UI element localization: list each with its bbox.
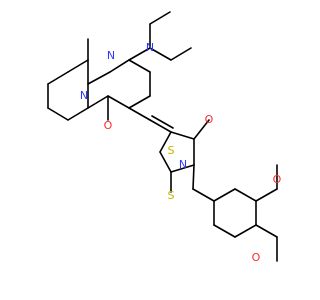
bond-vinyl-double-b xyxy=(151,115,174,129)
bond-methoxy-lower-a xyxy=(255,224,278,238)
atom-label-n2: N xyxy=(146,41,154,54)
diagram-background xyxy=(0,0,300,300)
bond-ethyl-link-b xyxy=(192,188,215,202)
chemical-structure-diagram: N N N N O O O O S S xyxy=(0,0,300,300)
atom-label-s2: S xyxy=(168,189,175,202)
bond-fused-left xyxy=(87,95,109,109)
bond-vinyl-double-a xyxy=(149,119,172,133)
bond-thiazole-left-bottom xyxy=(159,151,172,173)
bond-ethyl-link-a xyxy=(192,164,195,190)
atom-label-n4: N xyxy=(179,158,187,171)
atom-label-n1: N xyxy=(107,49,115,62)
bond-fused-right xyxy=(128,59,151,73)
atom-label-o1: O xyxy=(104,119,113,132)
bond-fused-center xyxy=(87,71,111,85)
bond-diethylamino-right-arm xyxy=(149,47,172,61)
bond-vinyl-link xyxy=(128,107,151,121)
bond-benzene-top xyxy=(213,188,236,202)
atom-label-o4: O xyxy=(252,251,261,264)
bond-benzene-bottom-left xyxy=(213,224,236,238)
atom-label-layer: N N N N O O O O S S xyxy=(80,41,282,264)
bond-layer xyxy=(47,11,278,262)
bond-fused-upper-right xyxy=(109,59,130,73)
bond-diethylamino-left-arm xyxy=(128,47,151,61)
bond-diethylamino-right-extension xyxy=(170,47,192,61)
bond-pyridine-left-lower xyxy=(47,107,69,121)
bond-benzene-top-right xyxy=(234,188,257,202)
bond-diethylamino-top-extension xyxy=(149,11,171,25)
bond-thiazole-top xyxy=(170,131,195,140)
atom-label-n3: N xyxy=(80,89,88,102)
bond-pyridine-bottom xyxy=(67,107,89,121)
bond-methoxy-upper-a xyxy=(255,188,278,202)
bond-fused-bottom xyxy=(128,95,151,109)
atom-label-s1: S xyxy=(168,144,175,157)
bond-pyridine-left-upper xyxy=(47,71,69,85)
bond-thiazole-carbonyl xyxy=(193,119,210,140)
bond-pyridine-top xyxy=(67,59,89,73)
bond-benzene-bottom-right xyxy=(234,224,257,238)
bond-fused-lower-left xyxy=(107,95,130,109)
bond-thiazole-left-top xyxy=(159,131,172,153)
bond-thiazole-bottom xyxy=(170,164,195,173)
atom-label-o2: O xyxy=(205,113,214,126)
atom-label-o3: O xyxy=(273,173,282,186)
